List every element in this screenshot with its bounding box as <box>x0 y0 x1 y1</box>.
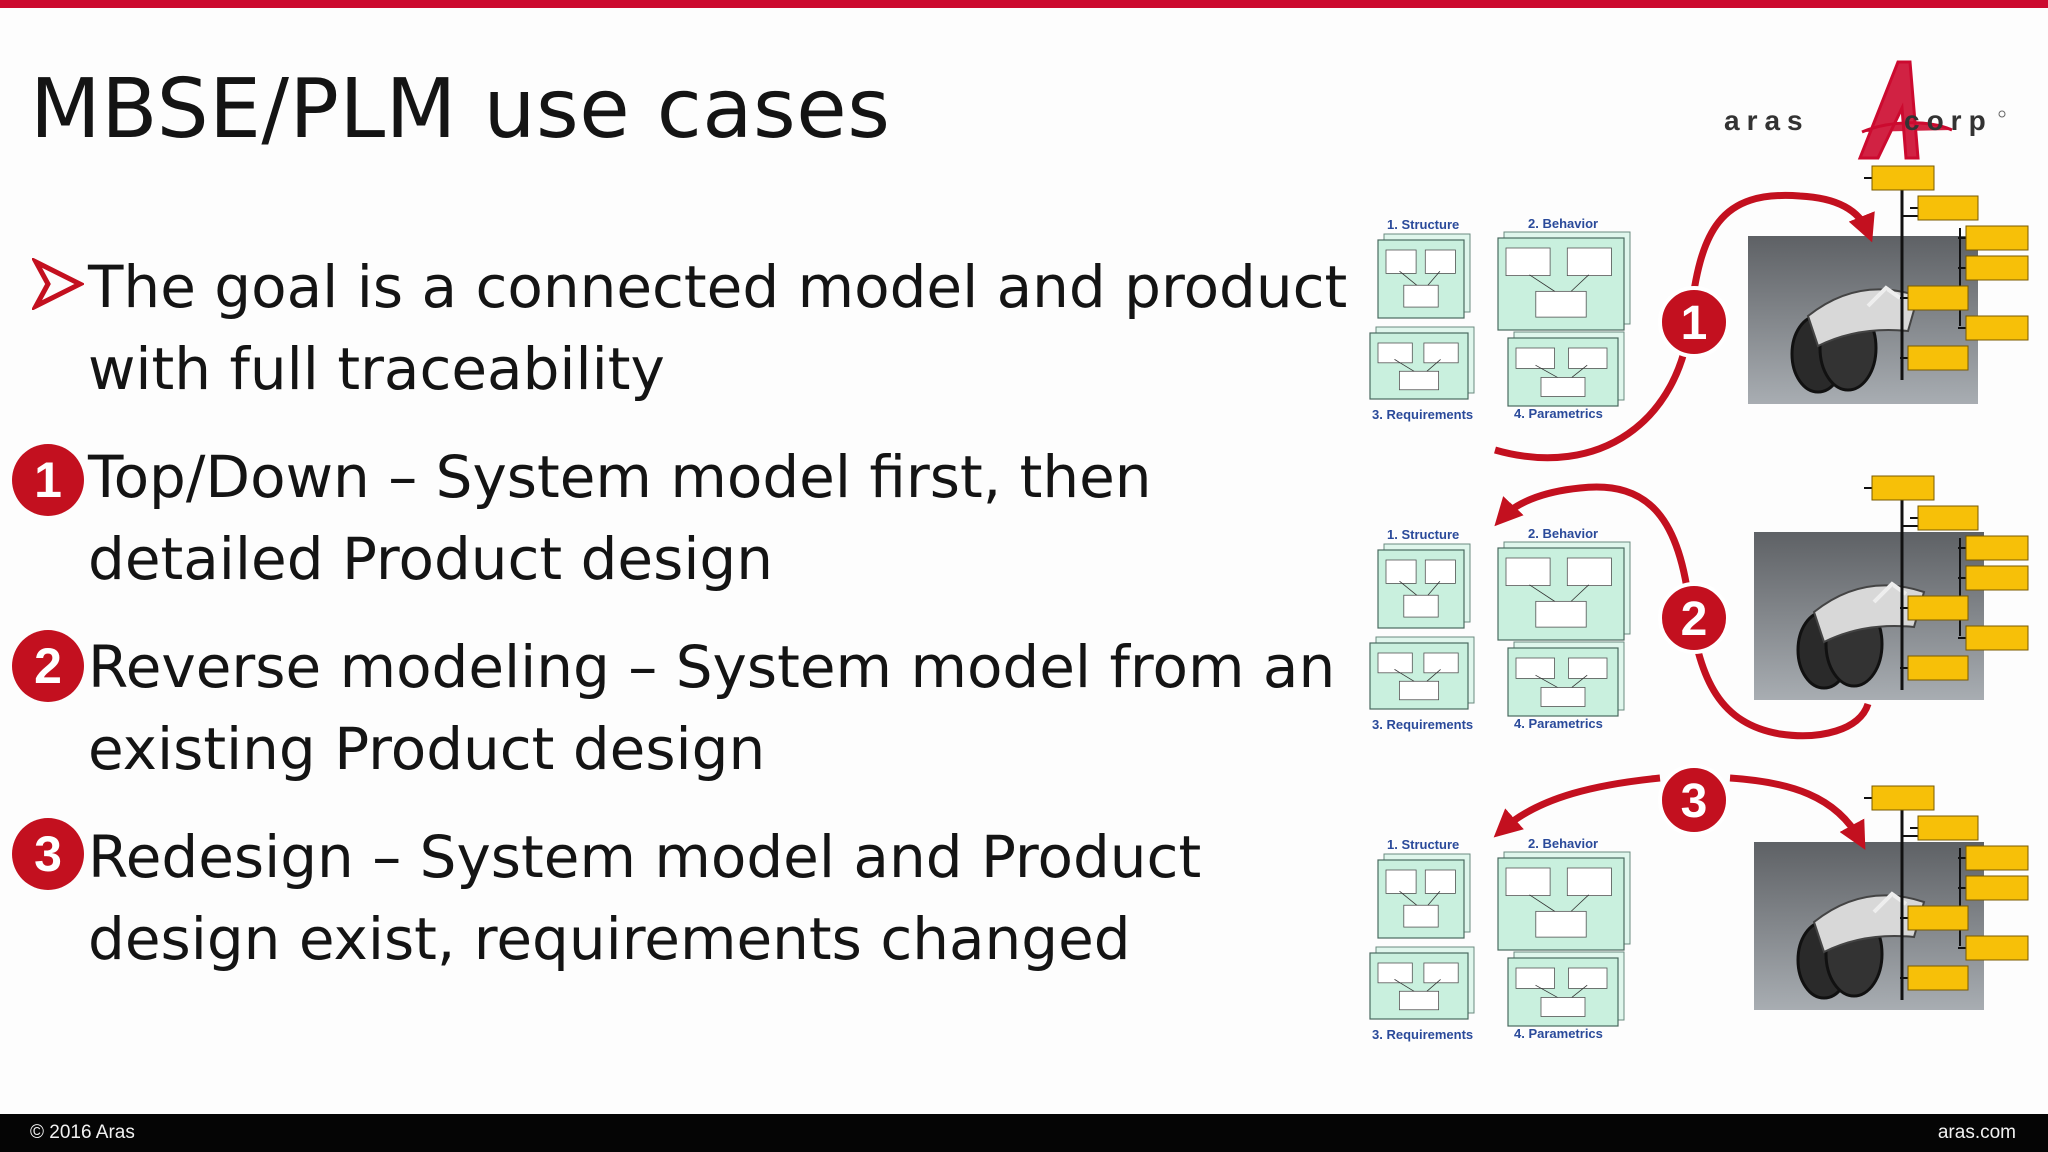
bullet-line: Reverse modeling – System model from an <box>88 633 1336 701</box>
footer-bar <box>0 1114 2048 1152</box>
product-structure-tree-1 <box>1864 165 2029 380</box>
logo-text-left: aras <box>1724 105 1810 136</box>
bullet-goal: The goal is a connected model and produc… <box>88 246 1348 410</box>
footer-copyright: © 2016 Aras <box>30 1122 135 1143</box>
diagram-badge-number: 2 <box>1681 593 1708 646</box>
logo-text-right: corp <box>1904 105 1993 136</box>
diagram-badge-3: 3 <box>1658 764 1730 836</box>
logo-a-mark-icon <box>1857 60 1953 160</box>
diagram-row-1: 1. Structure 2. Behavior 3. Requirements 4.… <box>1369 165 2029 422</box>
model-label-behavior: 2. Behavior <box>1528 526 1598 541</box>
model-label-behavior: 2. Behavior <box>1528 836 1598 851</box>
diagram-badge-number: 3 <box>1681 775 1708 828</box>
bullet-badge-3: 3 <box>12 818 84 890</box>
product-structure-tree-2 <box>1864 475 2029 690</box>
model-label-requirements: 3. Requirements <box>1372 407 1473 422</box>
product-structure-tree-3 <box>1864 785 2029 1000</box>
diagram-row-2: 1. Structure 2. Behavior 3. Requirements 4.… <box>1369 475 2029 732</box>
use-case-arrows <box>1493 191 1875 850</box>
diagram-row-3: 1. Structure 2. Behavior 3. Requirements 4.… <box>1369 785 2029 1042</box>
bullet-line: detailed Product design <box>88 525 774 593</box>
model-label-structure: 1. Structure <box>1387 217 1459 232</box>
bullet-badge-1: 1 <box>12 444 84 516</box>
model-diagram-behavior <box>1369 946 1475 1020</box>
bullet-reverse-modeling: Reverse modeling – System model from an … <box>88 626 1338 790</box>
model-diagram-requirements <box>1497 541 1631 641</box>
bullet-top-down: Top/Down – System model first, then deta… <box>88 436 1338 600</box>
model-label-structure: 1. Structure <box>1387 527 1459 542</box>
footer-website-link[interactable]: aras.com <box>1937 1122 2016 1143</box>
bullet-line: existing Product design <box>88 715 766 783</box>
model-diagram-parametrics <box>1507 641 1625 717</box>
arrow-bullet-icon <box>32 258 84 310</box>
arrow-redesign-right <box>1729 774 1866 850</box>
model-label-requirements: 3. Requirements <box>1372 1027 1473 1042</box>
model-diagram-structure <box>1377 233 1471 319</box>
arrow-redesign-left <box>1493 774 1661 838</box>
model-diagram-behavior <box>1369 326 1475 400</box>
bullet-list: 1 2 3 The goal is a connected model and … <box>12 253 1347 973</box>
bullet-line: with full traceability <box>88 335 665 403</box>
model-label-parametrics: 4. Parametrics <box>1514 406 1603 421</box>
model-diagram-structure <box>1377 853 1471 939</box>
model-diagram-requirements <box>1497 231 1631 331</box>
model-diagram-parametrics <box>1507 951 1625 1027</box>
diagram-badge-1: 1 <box>1658 286 1730 358</box>
model-label-parametrics: 4. Parametrics <box>1514 716 1603 731</box>
model-label-behavior: 2. Behavior <box>1528 216 1598 231</box>
bullet-line: Top/Down – System model first, then <box>88 443 1152 511</box>
model-diagram-requirements <box>1497 851 1631 951</box>
diagram-badge-2: 2 <box>1658 582 1730 654</box>
arrow-top-down <box>1494 191 1875 462</box>
bullet-line: design exist, requirements changed <box>88 905 1131 973</box>
top-accent-bar <box>0 0 2048 8</box>
model-label-parametrics: 4. Parametrics <box>1514 1026 1603 1041</box>
aras-corp-logo: aras corp <box>1724 60 2006 160</box>
model-diagram-behavior <box>1369 636 1475 710</box>
product-image-1 <box>1748 236 1978 404</box>
slide-title: MBSE/PLM use cases <box>30 62 891 157</box>
model-diagram-parametrics <box>1507 331 1625 407</box>
bullet-line: The goal is a connected model and produc… <box>88 253 1348 321</box>
model-label-requirements: 3. Requirements <box>1372 717 1473 732</box>
model-label-structure: 1. Structure <box>1387 837 1459 852</box>
bullet-redesign: Redesign – System model and Product desi… <box>88 816 1338 980</box>
bullet-line: Redesign – System model and Product <box>88 823 1202 891</box>
model-diagram-structure <box>1377 543 1471 629</box>
bullet-badge-2: 2 <box>12 630 84 702</box>
diagram-badge-number: 1 <box>1681 297 1708 350</box>
